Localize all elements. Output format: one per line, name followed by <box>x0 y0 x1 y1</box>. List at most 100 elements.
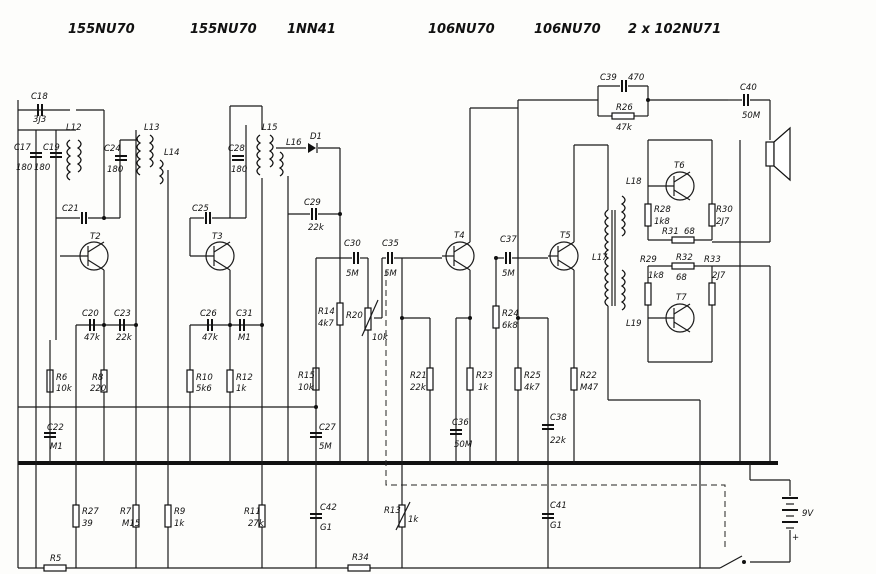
value-r21: 22k <box>410 383 427 393</box>
label-l18: L18 <box>626 177 642 187</box>
label-r26: R26 <box>616 103 633 113</box>
resistor-r26 <box>611 112 635 120</box>
label-c21: C21 <box>62 204 79 214</box>
label-c30: C30 <box>344 239 361 249</box>
value-r27: M47 <box>580 383 599 393</box>
value-r23: 1k <box>478 383 489 393</box>
label-c41: C41 <box>550 501 567 511</box>
label-l16: L16 <box>286 138 302 148</box>
resistor-r32 <box>671 262 695 270</box>
driver-stage: C37 5M R24 6k8 R25 4k7 T5 R22 M47 C38 22… <box>470 73 728 568</box>
label-r30: R30 <box>716 205 733 215</box>
resistor-r9 <box>132 504 140 528</box>
label-r10: R10 <box>196 373 213 383</box>
label-d1: D1 <box>310 132 322 142</box>
label-c40: C40 <box>740 83 757 93</box>
stage-2: C25 L15 C28 180 L16 D1 C29 22k T3 <box>164 105 341 568</box>
resistor-r25 <box>514 367 522 391</box>
label-c39: C39 <box>600 73 617 83</box>
label-c27: C27 <box>319 423 336 433</box>
label-c23: C23 <box>114 309 131 319</box>
resistor-r27 <box>570 367 578 391</box>
junctions <box>102 98 772 465</box>
resistor-r8 <box>100 369 108 393</box>
value-c28: 180 <box>231 165 247 175</box>
resistor-r13 <box>258 504 266 528</box>
label-r7: R27 <box>82 507 99 517</box>
label-t6: T6 <box>674 161 685 171</box>
value-r32: 68 <box>676 273 687 283</box>
value-r12: 1k <box>236 384 247 394</box>
label-r5: R5 <box>50 554 61 564</box>
label-t4: T4 <box>454 231 465 241</box>
resistor-r23 <box>466 367 474 391</box>
label-r6: R6 <box>56 373 68 383</box>
value-c23: 22k <box>116 333 133 343</box>
label-r8: R8 <box>92 373 104 383</box>
stage-1: C18 3J3 C17 180 C19 180 L12 C21 L13 C24 … <box>14 92 180 572</box>
value-r29: 1k8 <box>648 271 664 281</box>
resistor-r29 <box>644 282 652 306</box>
label-l13: L13 <box>144 123 160 133</box>
value-c18: 3J3 <box>33 115 46 125</box>
header-tube-2: 155NU70 <box>190 22 257 37</box>
label-r28: R28 <box>654 205 671 215</box>
value-r6: 10k <box>56 384 73 394</box>
header-tube-6: 2 x 102NU71 <box>628 22 721 37</box>
value-c27: 5M <box>319 442 332 452</box>
resistor-r31 <box>671 236 695 244</box>
label-t7: T7 <box>676 293 687 303</box>
value-r20: 10k <box>372 333 389 343</box>
resistor-r34 <box>347 564 371 572</box>
label-t2: T2 <box>90 232 101 242</box>
label-l17: L17 <box>592 253 608 263</box>
header-tube-1: 155NU70 <box>68 22 135 37</box>
value-r26: 47k <box>616 123 633 133</box>
label-r31: R31 <box>662 227 679 237</box>
label-c22: C22 <box>47 423 64 433</box>
value-c17: 180 <box>16 163 32 173</box>
value-c37: 5M <box>502 269 515 279</box>
value-c40: 50M <box>742 111 761 121</box>
header-tube-3: 1NN41 <box>287 22 336 37</box>
label-r29: R29 <box>640 255 657 265</box>
speaker-icon <box>765 126 791 182</box>
label-c42: C42 <box>320 503 337 513</box>
label-c24: C24 <box>104 144 121 154</box>
resistor-r21 <box>426 367 434 391</box>
label-c38: C38 <box>550 413 567 423</box>
label-battery-plus: + <box>792 533 799 543</box>
label-l15: L15 <box>262 123 278 133</box>
value-c39: 470 <box>628 73 644 83</box>
diode-d1 <box>308 143 316 153</box>
label-r12: R12 <box>236 373 253 383</box>
resistor-r10 <box>186 369 194 393</box>
resistor-r22 <box>398 504 406 528</box>
label-r32: R32 <box>676 253 693 263</box>
value-c35: 5M <box>384 269 397 279</box>
label-t5: T5 <box>560 231 571 241</box>
resistor-r7 <box>72 504 80 528</box>
power-switch <box>719 555 743 569</box>
value-r14: 4k7 <box>318 319 334 329</box>
value-r10: 5k6 <box>196 384 212 394</box>
resistor-r30 <box>708 203 716 227</box>
resistor-r12 <box>226 369 234 393</box>
value-r22: 1k <box>408 515 419 525</box>
value-c38: 22k <box>550 436 567 446</box>
label-r33: R33 <box>704 255 721 265</box>
label-l19: L19 <box>626 319 642 329</box>
label-c25: C25 <box>192 204 209 214</box>
value-r30: 2J7 <box>716 217 730 227</box>
label-r24: R24 <box>502 309 519 319</box>
value-c24: 180 <box>107 165 123 175</box>
label-l12: L12 <box>66 123 82 133</box>
resistor-r20 <box>364 307 372 331</box>
header-tube-4: 106NU70 <box>428 22 495 37</box>
label-r23: R23 <box>476 371 493 381</box>
resistor-r14 <box>336 302 344 326</box>
value-r28: 1k8 <box>654 217 670 227</box>
value-c42: G1 <box>320 523 332 533</box>
label-r27: R22 <box>580 371 597 381</box>
